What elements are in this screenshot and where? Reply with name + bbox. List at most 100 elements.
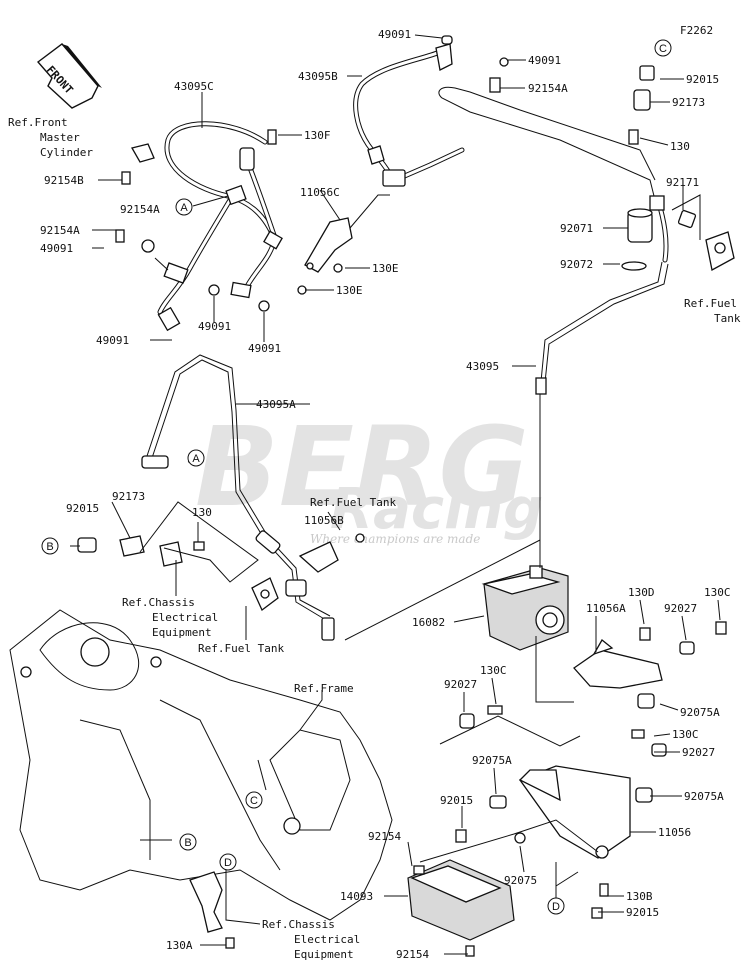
label-49091-top: 49091: [378, 28, 411, 41]
svg-text:Ref.Fuel: Ref.Fuel: [684, 297, 737, 310]
ref-chassis-electrical-bottom: Ref.Chassis Electrical Equipment: [262, 918, 360, 961]
label-92154-bottom: 92154: [396, 948, 429, 961]
label-92027-2: 92027: [444, 678, 477, 691]
figure-code: F2262: [680, 24, 713, 37]
label-49091-mid: 49091: [198, 320, 231, 333]
fuel-tank-clip-right: [705, 231, 735, 271]
svg-text:B: B: [46, 541, 53, 553]
callout-a-2: A: [187, 449, 205, 467]
frame: [9, 609, 393, 933]
watermark-brand: BERG: [195, 403, 529, 531]
svg-text:Tank: Tank: [714, 312, 741, 325]
callout-c-1: C: [654, 39, 672, 57]
svg-text:Ref.Chassis: Ref.Chassis: [122, 596, 195, 609]
hose-43095B: [353, 43, 465, 187]
svg-text:Equipment: Equipment: [294, 948, 354, 961]
cover-14093: [407, 859, 515, 941]
bracket-11056: [518, 765, 631, 859]
grommet-92071: [627, 208, 653, 243]
abs-unit-16082: [481, 565, 569, 651]
ref-chassis-electrical-left: Ref.Chassis Electrical Equipment: [122, 596, 218, 639]
label-14093: 14093: [340, 890, 373, 903]
svg-text:D: D: [224, 857, 232, 869]
label-130E-1: 130E: [372, 262, 399, 275]
svg-text:Cylinder: Cylinder: [40, 146, 93, 159]
svg-text:Equipment: Equipment: [152, 626, 212, 639]
label-92173-left: 92173: [112, 490, 145, 503]
svg-text:Master: Master: [40, 131, 80, 144]
ref-frame: Ref.Frame: [294, 682, 354, 695]
ref-fuel-tank-mid: Ref.Fuel Tank: [310, 496, 396, 509]
watermark-tagline: Where champions are made: [310, 532, 480, 546]
label-130E-2: 130E: [336, 284, 363, 297]
leader-lines: [70, 34, 721, 955]
label-49091-bottom-left: 49091: [96, 334, 129, 347]
svg-text:Electrical: Electrical: [294, 933, 360, 946]
label-11056C: 11056C: [300, 186, 340, 199]
ref-fuel-tank-right: Ref.Fuel Tank: [684, 297, 741, 325]
svg-text:C: C: [659, 43, 667, 55]
label-16082: 16082: [412, 616, 445, 629]
label-49091-left: 49091: [40, 242, 73, 255]
label-11056B: 11056B: [304, 514, 344, 527]
fasteners: [115, 35, 727, 957]
label-92027-1: 92027: [664, 602, 697, 615]
bracket-fuel-left: [251, 577, 279, 612]
label-11056: 11056: [658, 826, 691, 839]
callout-c-2: C: [245, 791, 263, 809]
label-130D: 130D: [628, 586, 655, 599]
label-130C-1: 130C: [704, 586, 731, 599]
label-92154A-left2: 92154A: [40, 224, 80, 237]
svg-text:B: B: [184, 837, 191, 849]
label-43095: 43095: [466, 360, 499, 373]
front-arrow-icon: FRONT: [36, 43, 102, 109]
svg-text:Electrical: Electrical: [152, 611, 218, 624]
svg-text:Ref.Front: Ref.Front: [8, 116, 68, 129]
label-92154B: 92154B: [44, 174, 84, 187]
grommet-92171: [677, 209, 697, 229]
label-92027-3: 92027: [682, 746, 715, 759]
bracket-11056A: [573, 639, 663, 689]
label-92015-mid: 92015: [440, 794, 473, 807]
label-92075A-1: 92075A: [680, 706, 720, 719]
bracket-11056B: [298, 533, 365, 573]
part-labels: 49091 43095B 49091 92154A 43095C 130F 92…: [40, 28, 731, 961]
label-130C-3: 130C: [672, 728, 699, 741]
label-92154-mid: 92154: [368, 830, 401, 843]
label-130-top-right: 130: [670, 140, 690, 153]
label-49091-right: 49091: [528, 54, 561, 67]
clip-92072: [621, 261, 647, 271]
label-92075: 92075: [504, 874, 537, 887]
label-92015-bottom: 92015: [626, 906, 659, 919]
ref-front-master-cylinder: Ref.Front Master Cylinder: [8, 116, 93, 159]
callout-b-1: B: [41, 537, 59, 555]
hose-43095C: [131, 121, 283, 332]
svg-text:A: A: [192, 453, 200, 465]
watermark-sub: Racing: [330, 477, 543, 542]
label-130B: 130B: [626, 890, 653, 903]
callout-a-1: A: [175, 198, 193, 216]
ref-fuel-tank-left: Ref.Fuel Tank: [198, 642, 284, 655]
label-130A: 130A: [166, 939, 193, 952]
label-49091-bottom: 49091: [248, 342, 281, 355]
label-92154A-top: 92154A: [528, 82, 568, 95]
label-130F: 130F: [304, 129, 331, 142]
watermark: BERG Racing Where champions are made: [195, 403, 543, 546]
label-43095C: 43095C: [174, 80, 214, 93]
svg-text:Ref.Chassis: Ref.Chassis: [262, 918, 335, 931]
label-92015-left: 92015: [66, 502, 99, 515]
label-92173-top-right: 92173: [672, 96, 705, 109]
label-92015-top-right: 92015: [686, 73, 719, 86]
label-92171: 92171: [666, 176, 699, 189]
svg-text:C: C: [250, 795, 258, 807]
label-92075A-2: 92075A: [472, 754, 512, 767]
callout-d-1: D: [547, 897, 565, 915]
svg-text:A: A: [180, 202, 188, 214]
label-92075A-3: 92075A: [684, 790, 724, 803]
label-11056A: 11056A: [586, 602, 626, 615]
callout-d-2: D: [219, 853, 237, 871]
svg-text:D: D: [552, 901, 560, 913]
label-130-left: 130: [192, 506, 212, 519]
label-92072: 92072: [560, 258, 593, 271]
